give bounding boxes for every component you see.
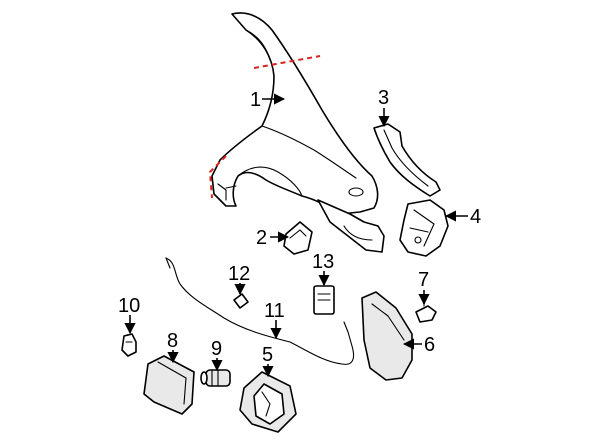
release-lever bbox=[121, 333, 137, 357]
quarter-panel bbox=[211, 12, 385, 253]
callout-7: 7 bbox=[418, 269, 429, 291]
fastener-clip bbox=[415, 295, 437, 323]
callout-12: 12 bbox=[228, 263, 250, 285]
callout-6: 6 bbox=[424, 334, 435, 356]
callout-5: 5 bbox=[262, 344, 273, 366]
callout-8: 8 bbox=[167, 330, 178, 352]
callout-labels: 1 2 3 4 5 6 7 8 9 10 11 12 13 bbox=[118, 87, 481, 366]
release-cable bbox=[165, 257, 355, 365]
callout-1: 1 bbox=[250, 89, 261, 111]
cut-lines bbox=[208, 55, 321, 199]
callout-4: 4 bbox=[470, 206, 481, 228]
small-clip bbox=[233, 293, 249, 309]
fuel-door-housing bbox=[283, 221, 313, 255]
inner-trim-strip bbox=[373, 123, 441, 197]
callout-10: 10 bbox=[118, 295, 140, 317]
inner-bracket bbox=[399, 199, 449, 257]
splash-shield bbox=[361, 291, 413, 381]
callout-2: 2 bbox=[256, 227, 267, 249]
leader-lines bbox=[124, 93, 468, 378]
filler-pocket bbox=[239, 371, 297, 433]
callout-13: 13 bbox=[312, 251, 334, 273]
label-plate bbox=[313, 285, 335, 315]
door-spring bbox=[200, 369, 231, 387]
fuel-door bbox=[143, 355, 195, 415]
callout-9: 9 bbox=[211, 338, 222, 360]
callout-3: 3 bbox=[378, 87, 389, 109]
callout-11: 11 bbox=[264, 300, 285, 322]
